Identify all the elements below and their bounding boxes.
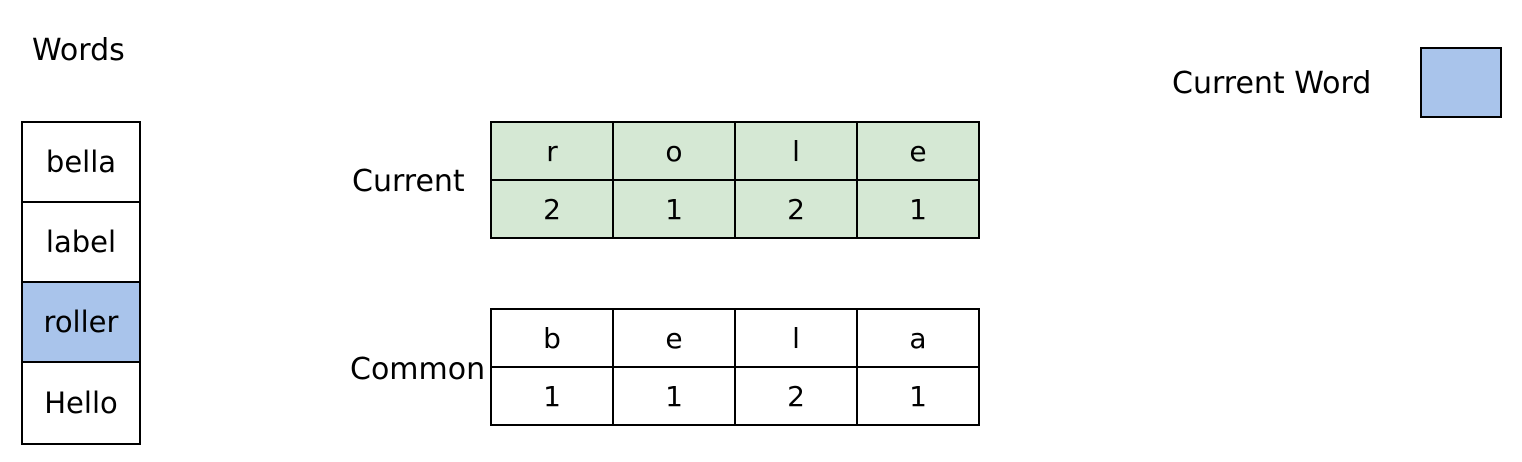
current-frequency-table: r o l e 2 1 2 1 — [490, 121, 980, 239]
current-letter-cell: o — [612, 121, 736, 181]
current-word-swatch — [1420, 47, 1502, 118]
current-letter-cell: l — [734, 121, 858, 181]
words-list: bella label roller Hello — [21, 121, 141, 445]
word-item-bella: bella — [23, 123, 139, 203]
common-count-cell: 1 — [490, 366, 614, 426]
common-letter-cell: l — [734, 308, 858, 368]
common-count-cell: 1 — [612, 366, 736, 426]
word-item-label: label — [23, 203, 139, 283]
word-item-hello: Hello — [23, 363, 139, 443]
current-count-cell: 1 — [856, 179, 980, 239]
common-counts-row: 1 1 2 1 — [490, 366, 980, 426]
current-letter-cell: e — [856, 121, 980, 181]
current-label: Current — [352, 164, 465, 199]
common-frequency-table: b e l a 1 1 2 1 — [490, 308, 980, 426]
current-counts-row: 2 1 2 1 — [490, 179, 980, 239]
common-count-cell: 1 — [856, 366, 980, 426]
word-item-roller-highlighted: roller — [23, 283, 139, 363]
current-count-cell: 1 — [612, 179, 736, 239]
common-letter-cell: b — [490, 308, 614, 368]
current-count-cell: 2 — [490, 179, 614, 239]
current-count-cell: 2 — [734, 179, 858, 239]
common-letter-cell: a — [856, 308, 980, 368]
common-letters-row: b e l a — [490, 308, 980, 368]
words-title: Words — [32, 33, 125, 68]
current-word-label: Current Word — [1172, 66, 1372, 101]
common-count-cell: 2 — [734, 366, 858, 426]
current-letters-row: r o l e — [490, 121, 980, 181]
common-label: Common — [350, 352, 486, 387]
common-letter-cell: e — [612, 308, 736, 368]
current-letter-cell: r — [490, 121, 614, 181]
